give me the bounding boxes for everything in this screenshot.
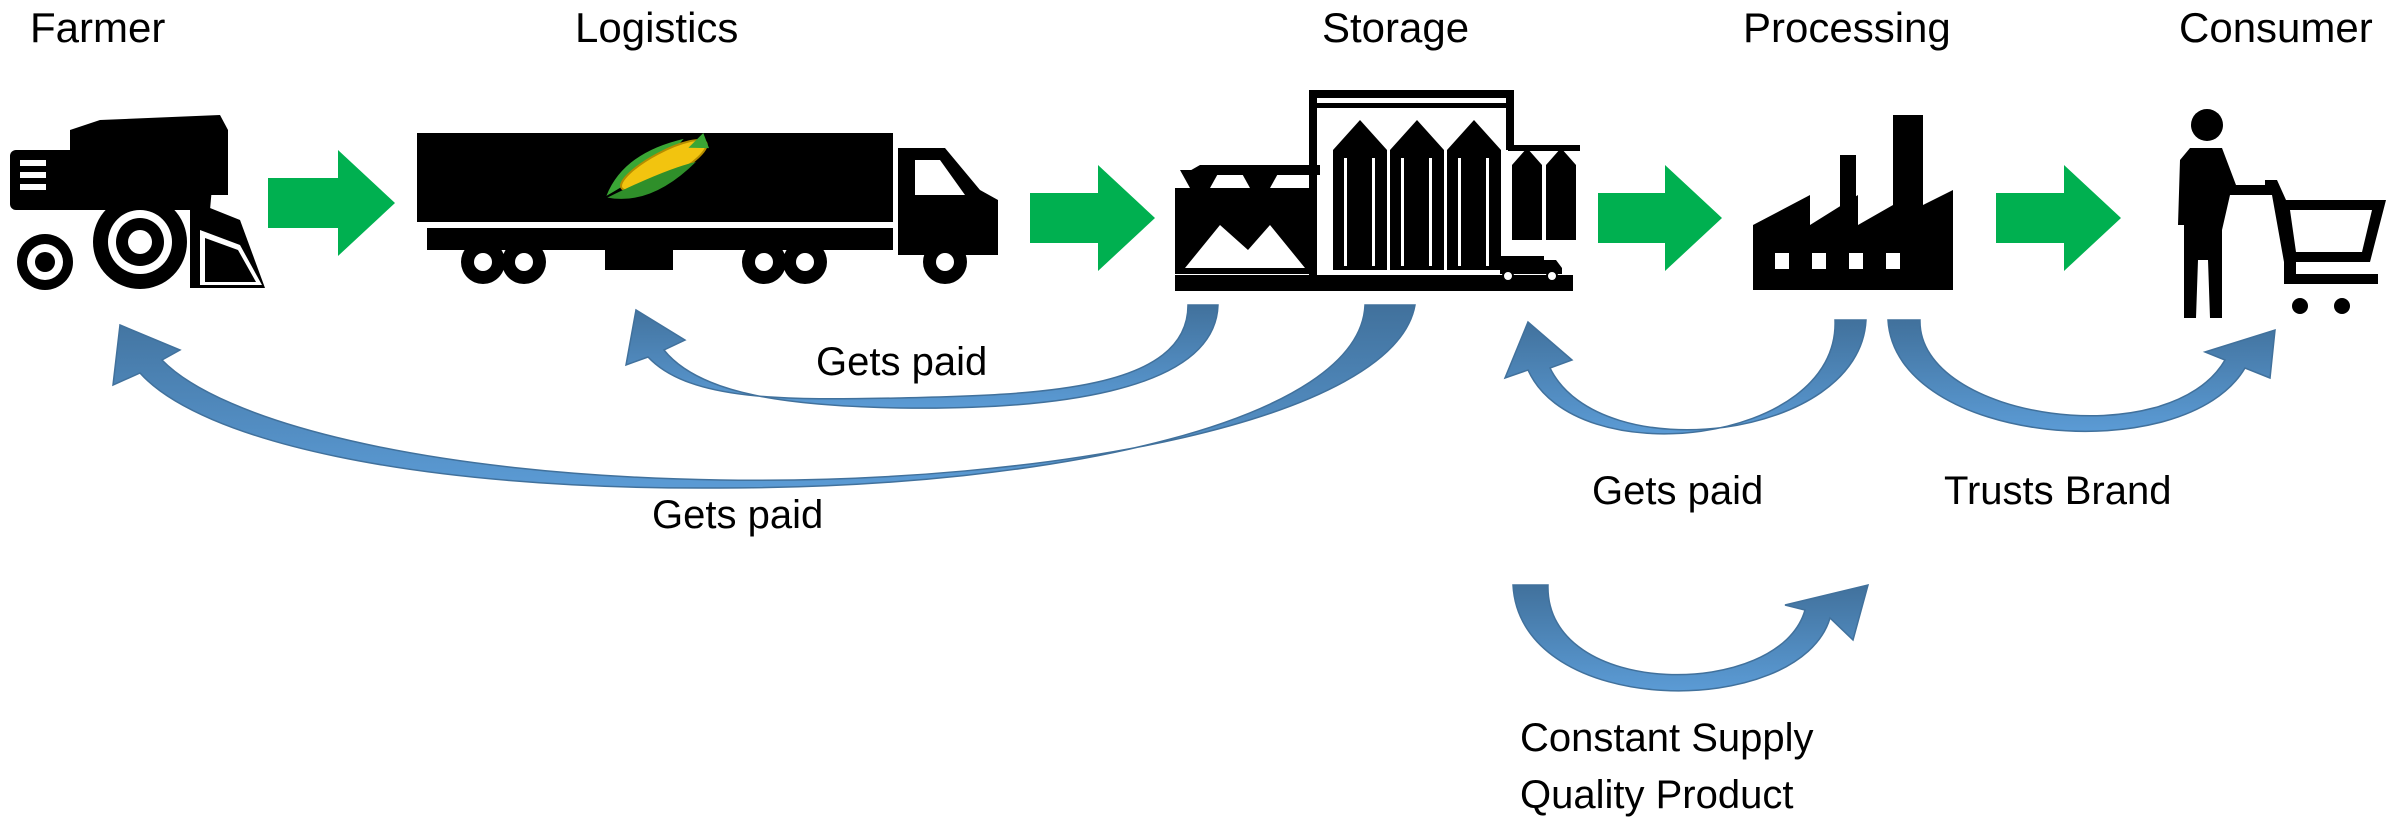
factory-icon bbox=[1753, 115, 1953, 290]
stage-label-consumer: Consumer bbox=[2179, 4, 2373, 51]
grain-silo-icon bbox=[1175, 90, 1580, 291]
return-arrow-processing-storage bbox=[1503, 319, 1867, 435]
forward-arrow-farmer-logistics bbox=[268, 150, 395, 256]
stage-label-farmer: Farmer bbox=[30, 4, 166, 51]
combine-harvester-icon bbox=[10, 115, 265, 290]
forward-arrow-logistics-storage bbox=[1030, 165, 1155, 271]
return-arrow-storage-logistics bbox=[625, 304, 1219, 409]
truck-with-corn-icon bbox=[417, 133, 998, 284]
forward-arrow-processing-consumer bbox=[1996, 165, 2121, 271]
stage-label-storage: Storage bbox=[1322, 4, 1470, 51]
flow-label-constant-supply: Constant Supply bbox=[1520, 716, 1814, 760]
return-arrow-storage-farmer bbox=[112, 304, 1416, 489]
flow-label-processing-consumer: Trusts Brand bbox=[1944, 469, 2172, 513]
flow-label-processing-storage: Gets paid bbox=[1592, 469, 1764, 513]
return-arrow-supply-quality bbox=[1512, 583, 1870, 692]
stage-label-processing: Processing bbox=[1743, 4, 1951, 51]
shopper-with-cart-icon bbox=[2178, 109, 2386, 318]
flow-label-storage-farmer: Gets paid bbox=[652, 493, 824, 537]
forward-arrow-storage-processing bbox=[1598, 165, 1722, 271]
stage-label-logistics: Logistics bbox=[575, 4, 739, 51]
return-arrow-processing-consumer bbox=[1887, 319, 2276, 433]
corn-icon bbox=[606, 133, 710, 199]
flow-label-quality-product: Quality Product bbox=[1520, 773, 1794, 817]
flow-label-storage-logistics: Gets paid bbox=[816, 340, 988, 384]
